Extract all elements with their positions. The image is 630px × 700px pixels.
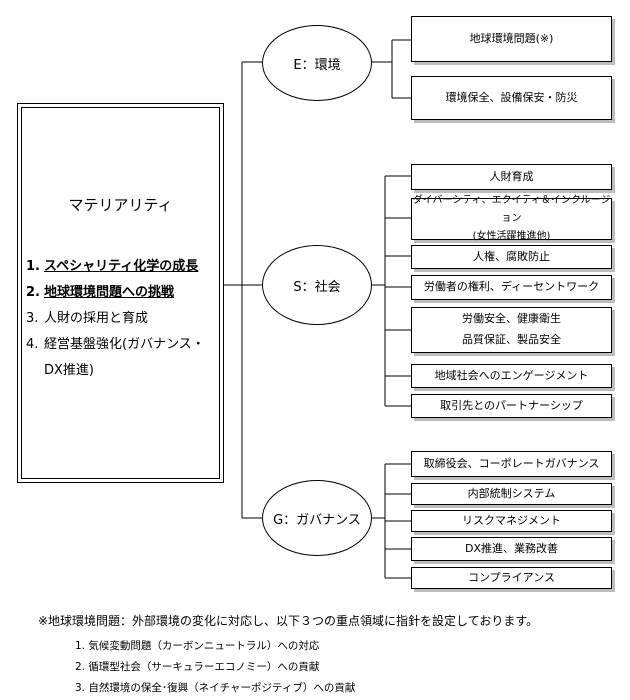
g-item-label: DX推進、業務改善 [464,541,558,555]
s-item-label: 人財育成 [489,169,534,183]
s-item-label: 取引先とのパートナーシップ [440,398,583,412]
g-item-label: 内部統制システム [467,486,556,500]
footnote-main: ※地球環境問題：外部環境の変化に対応し、以下３つの重点領域に指針を設定しておりま… [38,614,539,628]
footnote-item: 1. 気候変動問題（カーボンニュートラル）への対応 [75,640,320,652]
materiality-item: 4. 経営基盤強化(ガバナンス・DX推進) [26,332,219,384]
materiality-item-text: 地球環境問題への挑戦 [44,285,175,300]
s-item-label: 労働者の権利、ディーセントワーク [423,280,600,294]
s-item-supplier-partnership: 取引先とのパートナーシップ [411,394,612,418]
category-e-environment: E：環境 [262,25,372,101]
g-item-label: リスクマネジメント [462,513,561,527]
category-s-social: S：社会 [262,245,372,325]
e-item-label: 地球環境問題(※) [469,31,554,45]
g-item-label: 取締役会、コーポレートガバナンス [423,456,600,470]
s-item-label: ダイバーシティ、エクイティ＆インクルージョン [412,195,611,224]
materiality-item-number: 3. [26,311,39,326]
materiality-item: 1. スペシャリティ化学の成長 [26,254,219,280]
materiality-list: 1. スペシャリティ化学の成長 2. 地球環境問題への挑戦 3. 人財の採用と育… [26,254,219,384]
materiality-item-text: 人財の採用と育成 [44,311,149,326]
s-item-sublabel: (女性活躍推進他) [472,231,551,242]
materiality-box: マテリアリティ 1. スペシャリティ化学の成長 2. 地球環境問題への挑戦 3.… [17,103,224,483]
materiality-inner-frame [21,107,220,479]
materiality-item-text: スペシャリティ化学の成長 [44,259,199,274]
materiality-item: 2. 地球環境問題への挑戦 [26,280,219,306]
e-item-label: 環境保全、設備保安・防災 [445,90,578,104]
s-item-label: 人権、腐敗防止 [473,249,550,263]
materiality-item-number: 4. [26,337,39,352]
footnote-item: 3. 自然環境の保全･復興（ネイチャーポジティブ）への貢献 [75,682,356,694]
s-item-label: 労働安全、健康衛生 [462,312,561,326]
materiality-item: 3. 人財の採用と育成 [26,306,219,332]
materiality-item-number: 1. [26,259,40,274]
s-item-workers-rights: 労働者の権利、ディーセントワーク [411,275,612,300]
materiality-title: マテリアリティ [68,196,173,214]
g-item-risk-management: リスクマネジメント [411,510,612,532]
g-item-internal-control: 内部統制システム [411,483,612,505]
g-item-label: コンプライアンス [467,570,555,584]
e-item-global-environment: 地球環境問題(※) [411,16,612,62]
footnote-item: 2. 循環型社会（サーキュラーエコノミー）への貢献 [75,661,320,673]
s-item-safety-quality: 労働安全、健康衛生 品質保証、製品安全 [411,307,612,353]
s-item-label: 地域社会へのエンゲージメント [434,368,589,382]
materiality-item-text: 経営基盤強化(ガバナンス・DX推進) [44,337,205,378]
g-item-compliance: コンプライアンス [411,567,612,589]
s-item-diversity-equity-inclusion: ダイバーシティ、エクイティ＆インクルージョン (女性活躍推進他) [411,195,612,242]
g-item-dx-promotion: DX推進、業務改善 [411,537,612,561]
category-g-governance: G：ガバナンス [262,480,372,556]
s-item-label-line2: 品質保証、製品安全 [462,333,561,346]
g-item-board-governance: 取締役会、コーポレートガバナンス [411,451,612,477]
e-item-environmental-safety: 環境保全、設備保安・防災 [411,76,612,120]
s-item-community-engagement: 地域社会へのエンゲージメント [411,364,612,388]
materiality-item-number: 2. [26,285,40,300]
s-item-human-rights: 人権、腐敗防止 [411,245,612,269]
s-item-human-resource-development: 人財育成 [411,164,612,190]
